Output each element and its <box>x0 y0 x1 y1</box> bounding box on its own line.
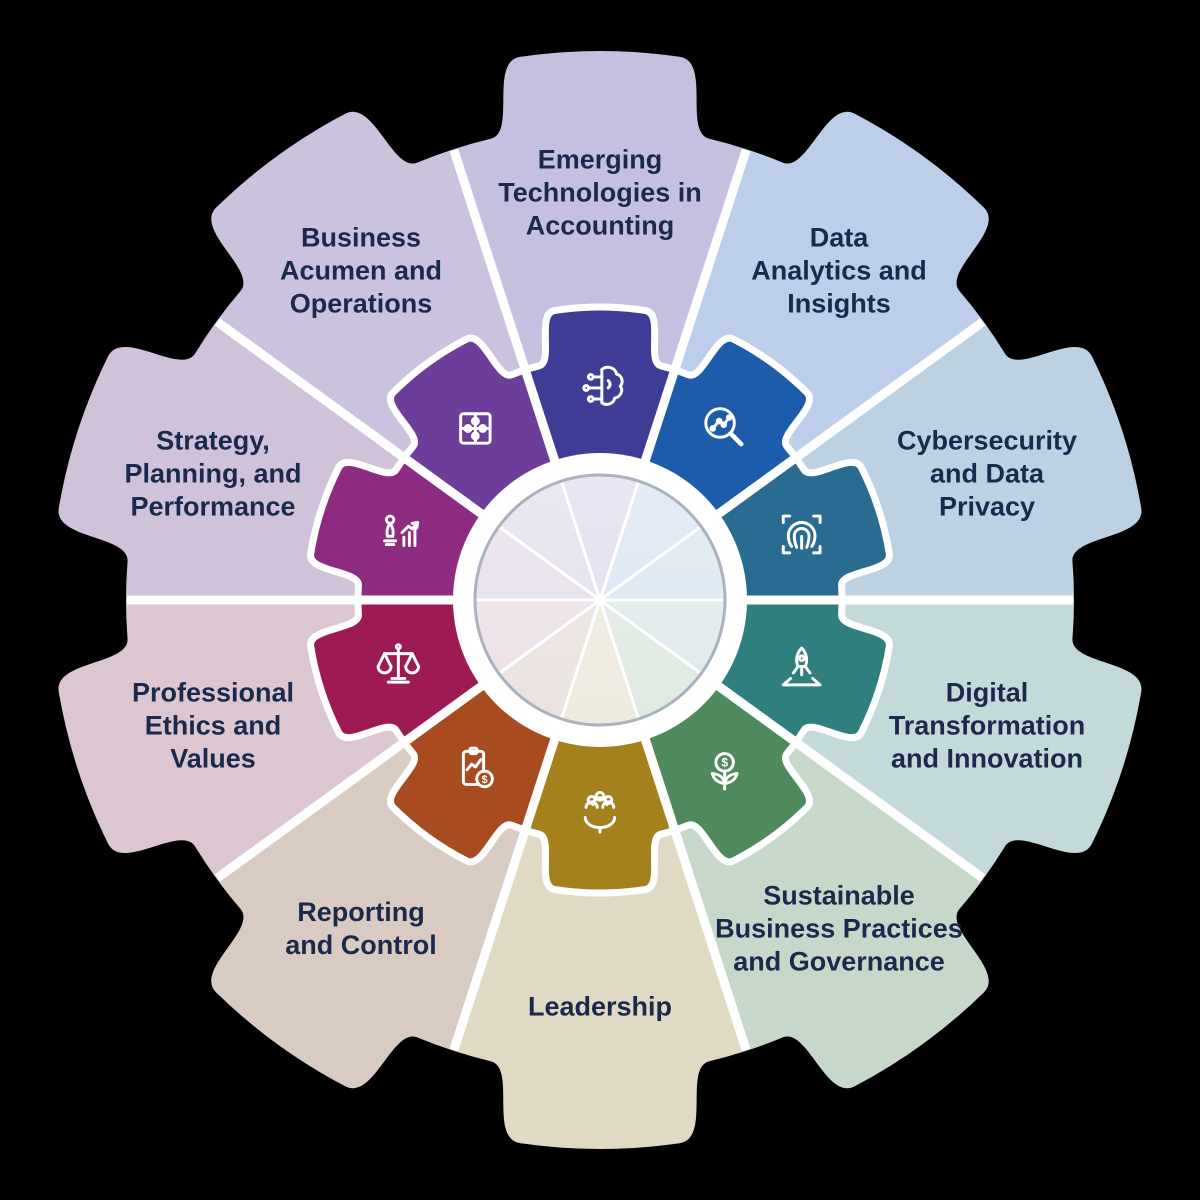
hub-border <box>473 473 727 727</box>
divider-line <box>449 148 569 493</box>
balance-scale-icon <box>376 643 421 684</box>
analytics-magnifier-icon <box>704 407 744 447</box>
divider-line <box>690 663 986 882</box>
growth-coin-plant-icon: $ <box>710 752 739 791</box>
people-hand-icon <box>583 790 617 834</box>
divider-line <box>214 663 510 882</box>
fingerprint-icon <box>781 514 822 555</box>
divider-line <box>214 318 510 537</box>
puzzle-icon <box>459 412 492 445</box>
hub-highlight <box>475 475 725 725</box>
svg-text:$: $ <box>481 774 487 786</box>
report-chart-icon: $ <box>461 746 494 789</box>
divider-line <box>631 148 751 493</box>
divider-line <box>631 707 751 1052</box>
divider-line <box>449 707 569 1052</box>
brain-circuit-icon <box>582 365 624 406</box>
rocket-launch-icon <box>781 646 822 687</box>
chess-strategy-icon <box>383 514 420 547</box>
segment-dividers <box>127 148 1073 1052</box>
svg-text:$: $ <box>721 756 728 770</box>
hub <box>453 453 747 747</box>
segment-icons: $$ <box>376 365 822 834</box>
divider-line <box>690 318 986 537</box>
